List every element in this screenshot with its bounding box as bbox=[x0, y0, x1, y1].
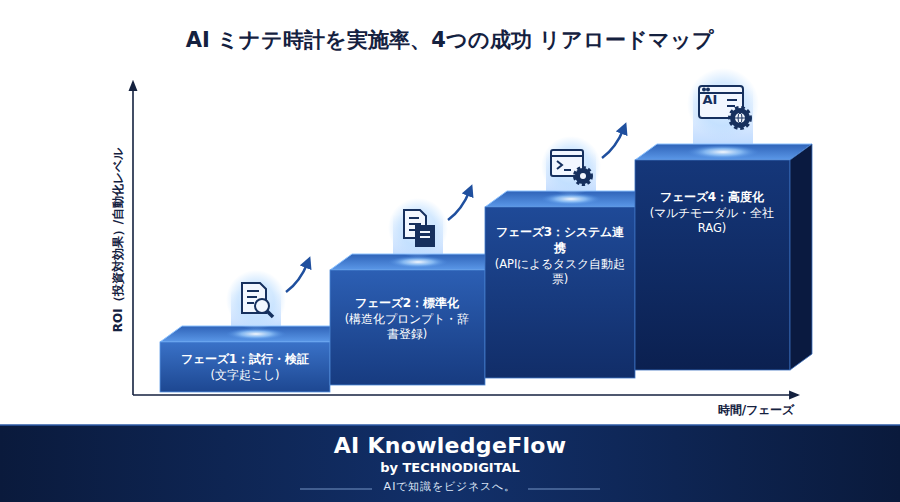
node-body: (文字起こし) bbox=[174, 368, 316, 383]
node-body: (APIによるタスク自動起票) bbox=[494, 257, 626, 287]
brand-band: AI KnowledgeFlowby TECHNODIGITAL AIで知識をビジ… bbox=[0, 425, 900, 502]
node-heading: フェーズ4：高度化 bbox=[646, 189, 778, 205]
phase-step: フェーズ4：高度化(マルチモーダル・全社RAG) bbox=[642, 187, 782, 238]
node-body: (マルチモーダル・全社RAG) bbox=[646, 206, 778, 236]
node-heading: AI KnowledgeFlow bbox=[334, 433, 567, 459]
title: AI ミナテ時計を実施率、4つの成功 リアロードマップ bbox=[0, 26, 900, 54]
phase-step: フェーズ1：試行・検証(文字起こし) bbox=[170, 349, 320, 385]
node-body: by TECHNODIGITAL bbox=[380, 459, 520, 476]
node-heading: フェーズ1：試行・検証 bbox=[174, 351, 316, 367]
phase-step: フェーズ2：標準化(構造化プロンプト・辞書登録) bbox=[337, 293, 477, 344]
phase-step: フェーズ3：システム連携(APIによるタスク自動起票) bbox=[490, 222, 630, 289]
axis-label: ROI（投資対効果）/自動化レベル bbox=[110, 148, 127, 332]
icon-text: AI bbox=[703, 92, 718, 107]
node-heading: フェーズ2：標準化 bbox=[341, 295, 473, 311]
node-heading: フェーズ3：システム連携 bbox=[494, 224, 626, 256]
node-body: (構造化プロンプト・辞書登録) bbox=[341, 312, 473, 342]
axis-label: 時間/フェーズ bbox=[718, 402, 794, 419]
node-body: AIで知識をビジネスへ。 bbox=[384, 479, 517, 495]
